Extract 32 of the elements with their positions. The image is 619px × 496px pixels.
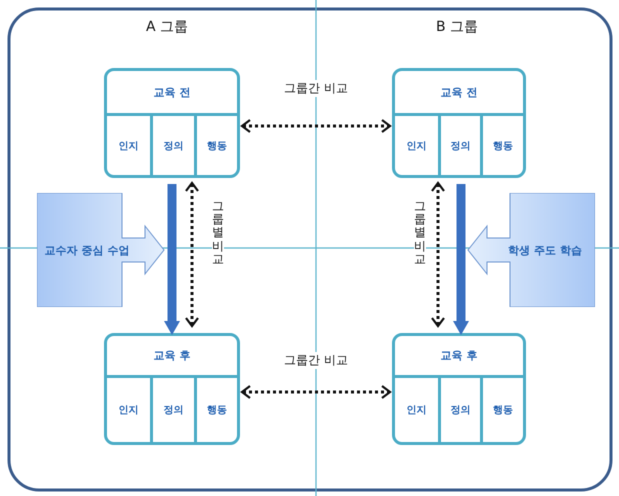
table-header: 교육 후	[154, 348, 190, 363]
dotted-arrow	[240, 384, 392, 400]
table-header: 교육 후	[440, 348, 478, 363]
table-cell: 행동	[194, 378, 237, 442]
table-cell: 행동	[194, 116, 237, 175]
table-box	[392, 68, 526, 178]
group-label: B 그룹	[436, 18, 478, 36]
table-box	[104, 68, 240, 178]
table-header: 교육 전	[440, 84, 478, 100]
callout-text: 학생 주도 학습	[508, 242, 582, 258]
table-cell: 정의	[438, 116, 480, 175]
table-cell: 정의	[438, 378, 480, 442]
dotted-arrow	[184, 182, 200, 328]
edge-label: 그룹별 비교	[212, 200, 224, 266]
table-header: 교육 전	[154, 84, 190, 100]
thick-arrow	[164, 184, 180, 335]
table-cell: 정의	[150, 378, 194, 442]
table-cell: 인지	[395, 116, 438, 175]
dotted-arrow	[430, 182, 446, 328]
dotted-arrow	[240, 118, 392, 134]
table-cell: 인지	[107, 116, 150, 175]
edge-label: 그룹별 비교	[414, 200, 426, 266]
callout-text: 교수자 중심 수업	[44, 242, 130, 258]
group-label: A 그룹	[146, 18, 188, 36]
table-box	[104, 333, 240, 445]
table-cell: 행동	[480, 378, 523, 442]
table-cell: 인지	[107, 378, 150, 442]
table-cell: 정의	[150, 116, 194, 175]
thick-arrow	[453, 184, 469, 335]
table-cell: 행동	[480, 116, 523, 175]
table-cell: 인지	[395, 378, 438, 442]
table-box	[392, 333, 526, 445]
